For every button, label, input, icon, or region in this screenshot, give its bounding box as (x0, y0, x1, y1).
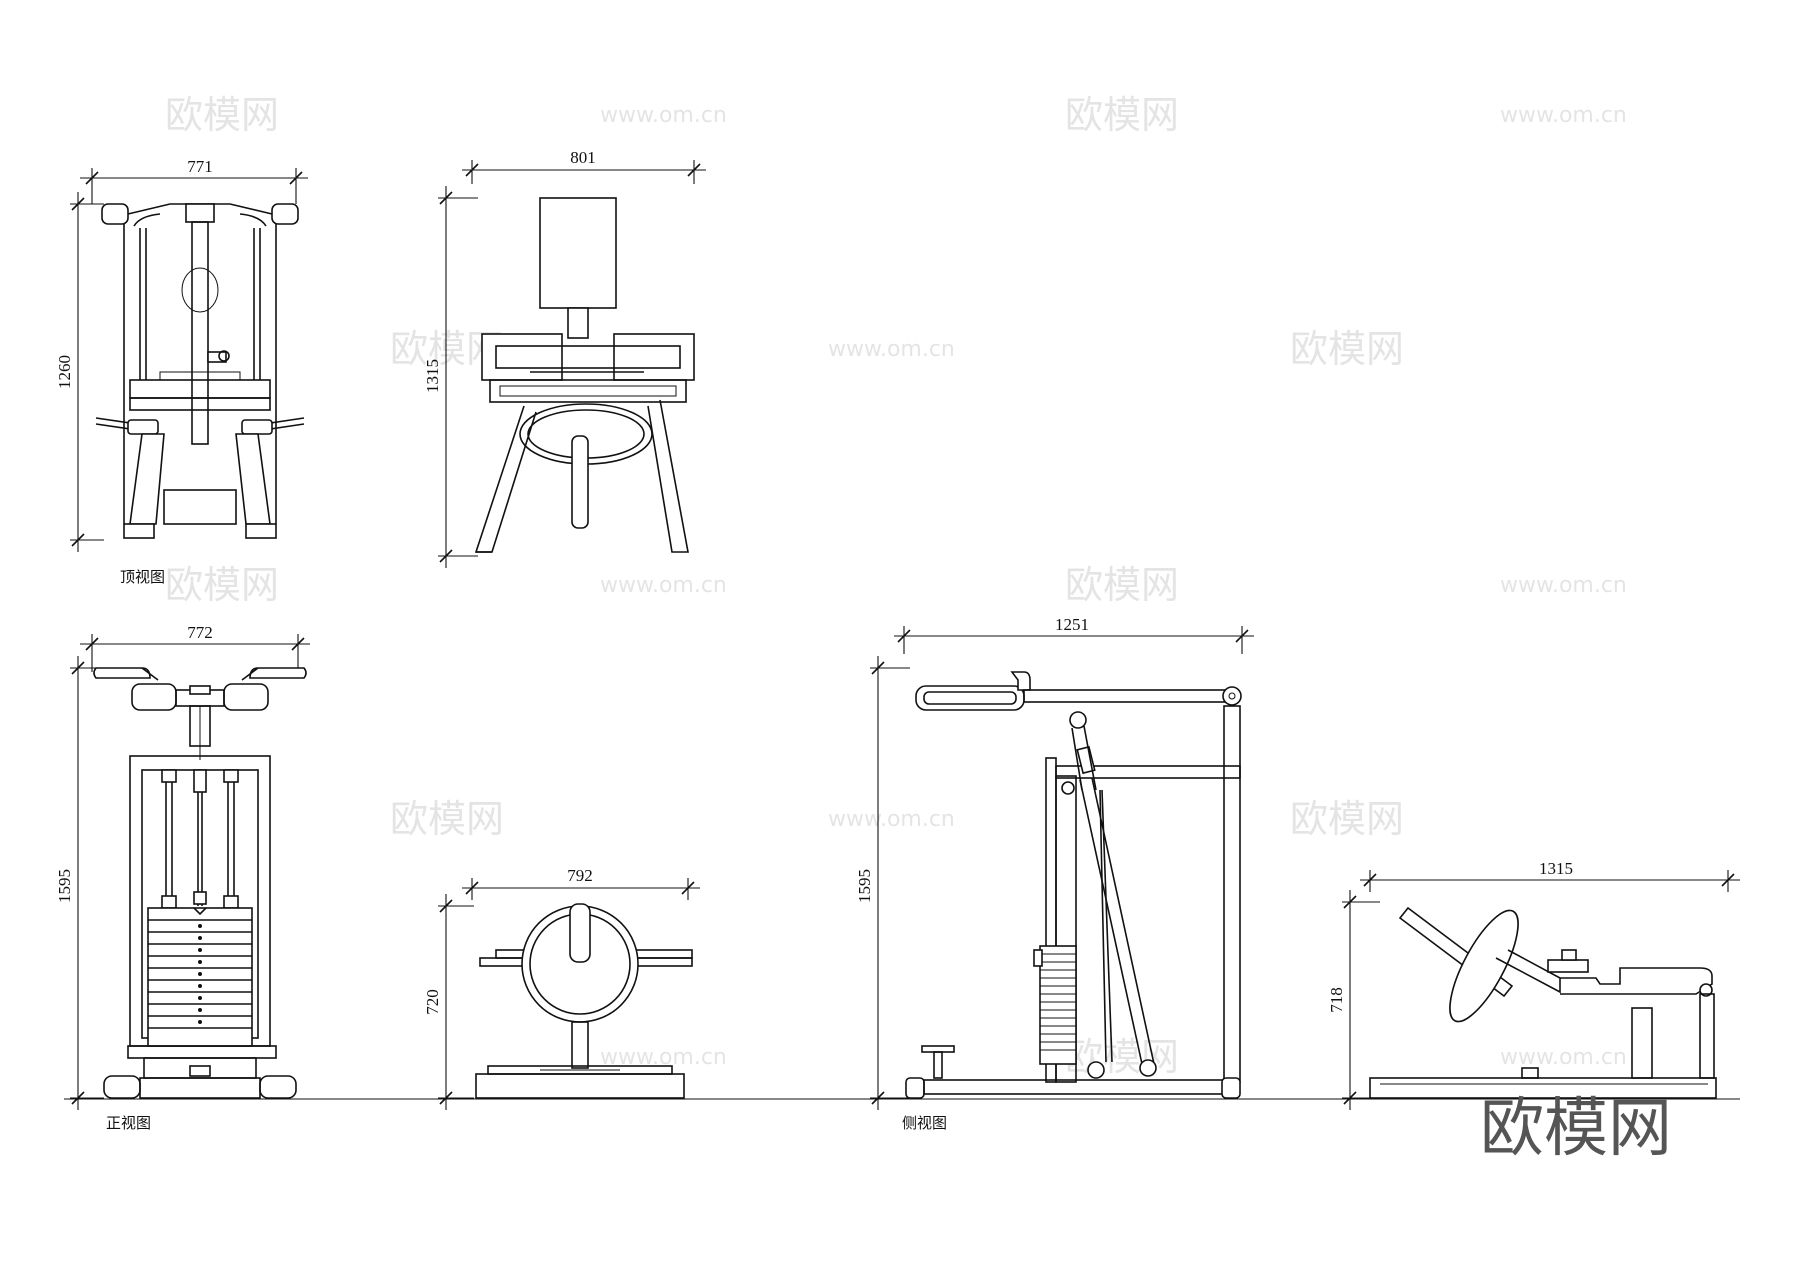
dim-label: 1595 (55, 869, 74, 903)
watermark-brand: 欧模网 (1065, 563, 1179, 607)
view-caption: 正视图 (106, 1114, 151, 1132)
dim-label: 1260 (55, 355, 74, 389)
watermark-layer: 欧模网 www.om.cn 欧模网 www.om.cn 欧模网 www.om.c… (165, 93, 1627, 1079)
side-view-2-machine (1369, 906, 1717, 1099)
side-view-2: 1315 718 (1327, 859, 1740, 1110)
dim-front2-height: 720 (423, 894, 474, 1110)
watermark-site: www.om.cn (600, 103, 727, 128)
front-view-2: 792 720 (423, 866, 700, 1110)
dim-side2-width: 1315 (1360, 859, 1740, 892)
dim-side2-height: 718 (1327, 890, 1380, 1110)
watermark-site: www.om.cn (828, 337, 955, 362)
top-view: 771 1260 (55, 157, 308, 586)
top-view-2-machine (474, 197, 695, 553)
front-view: 772 1595 (55, 623, 310, 1132)
dim-front-width: 772 (80, 623, 310, 672)
dim-top2-height: 1315 (423, 186, 478, 568)
dim-label: 1315 (423, 359, 442, 393)
dim-top2-width: 801 (462, 148, 706, 184)
watermark-brand: 欧模网 (390, 797, 504, 841)
watermark-brand: 欧模网 (1290, 797, 1404, 841)
dim-label: 772 (187, 623, 213, 642)
watermark-brand: 欧模网 (1290, 327, 1404, 371)
dim-side-height: 1595 (855, 656, 910, 1110)
front-view-2-machine (475, 903, 693, 1099)
watermark-brand: 欧模网 (165, 93, 279, 137)
front-view-machine (93, 667, 307, 1099)
watermark-brand: 欧模网 (1065, 1035, 1179, 1079)
watermark-brand: 欧模网 (1065, 93, 1179, 137)
watermark-brand: 欧模网 (165, 563, 279, 607)
dim-side-width: 1251 (894, 615, 1254, 654)
view-caption: 侧视图 (902, 1114, 947, 1132)
dim-front-height: 1595 (55, 656, 104, 1110)
watermark-site: www.om.cn (600, 573, 727, 598)
watermark-site: www.om.cn (1500, 103, 1627, 128)
dim-front2-width: 792 (462, 866, 700, 900)
dim-label: 792 (567, 866, 593, 885)
watermark-site: www.om.cn (828, 807, 955, 832)
side-view-machine (905, 671, 1242, 1099)
dim-label: 1595 (855, 869, 874, 903)
dim-top-height: 1260 (55, 192, 104, 552)
top-view-2: 801 1315 (423, 148, 706, 568)
top-view-machine (95, 203, 305, 539)
dim-label: 1315 (1539, 859, 1573, 878)
dim-label: 720 (423, 989, 442, 1015)
watermark-site: www.om.cn (1500, 573, 1627, 598)
dim-label: 771 (187, 157, 213, 176)
watermark-site: www.om.cn (1500, 1045, 1627, 1070)
dim-top-width: 771 (80, 157, 308, 204)
side-view: 1251 1595 (855, 615, 1254, 1132)
view-caption: 顶视图 (120, 568, 165, 586)
dim-label: 801 (570, 148, 596, 167)
dim-label: 718 (1327, 987, 1346, 1013)
dim-label: 1251 (1055, 615, 1089, 634)
corner-logo: 欧模网 (1480, 1092, 1672, 1166)
